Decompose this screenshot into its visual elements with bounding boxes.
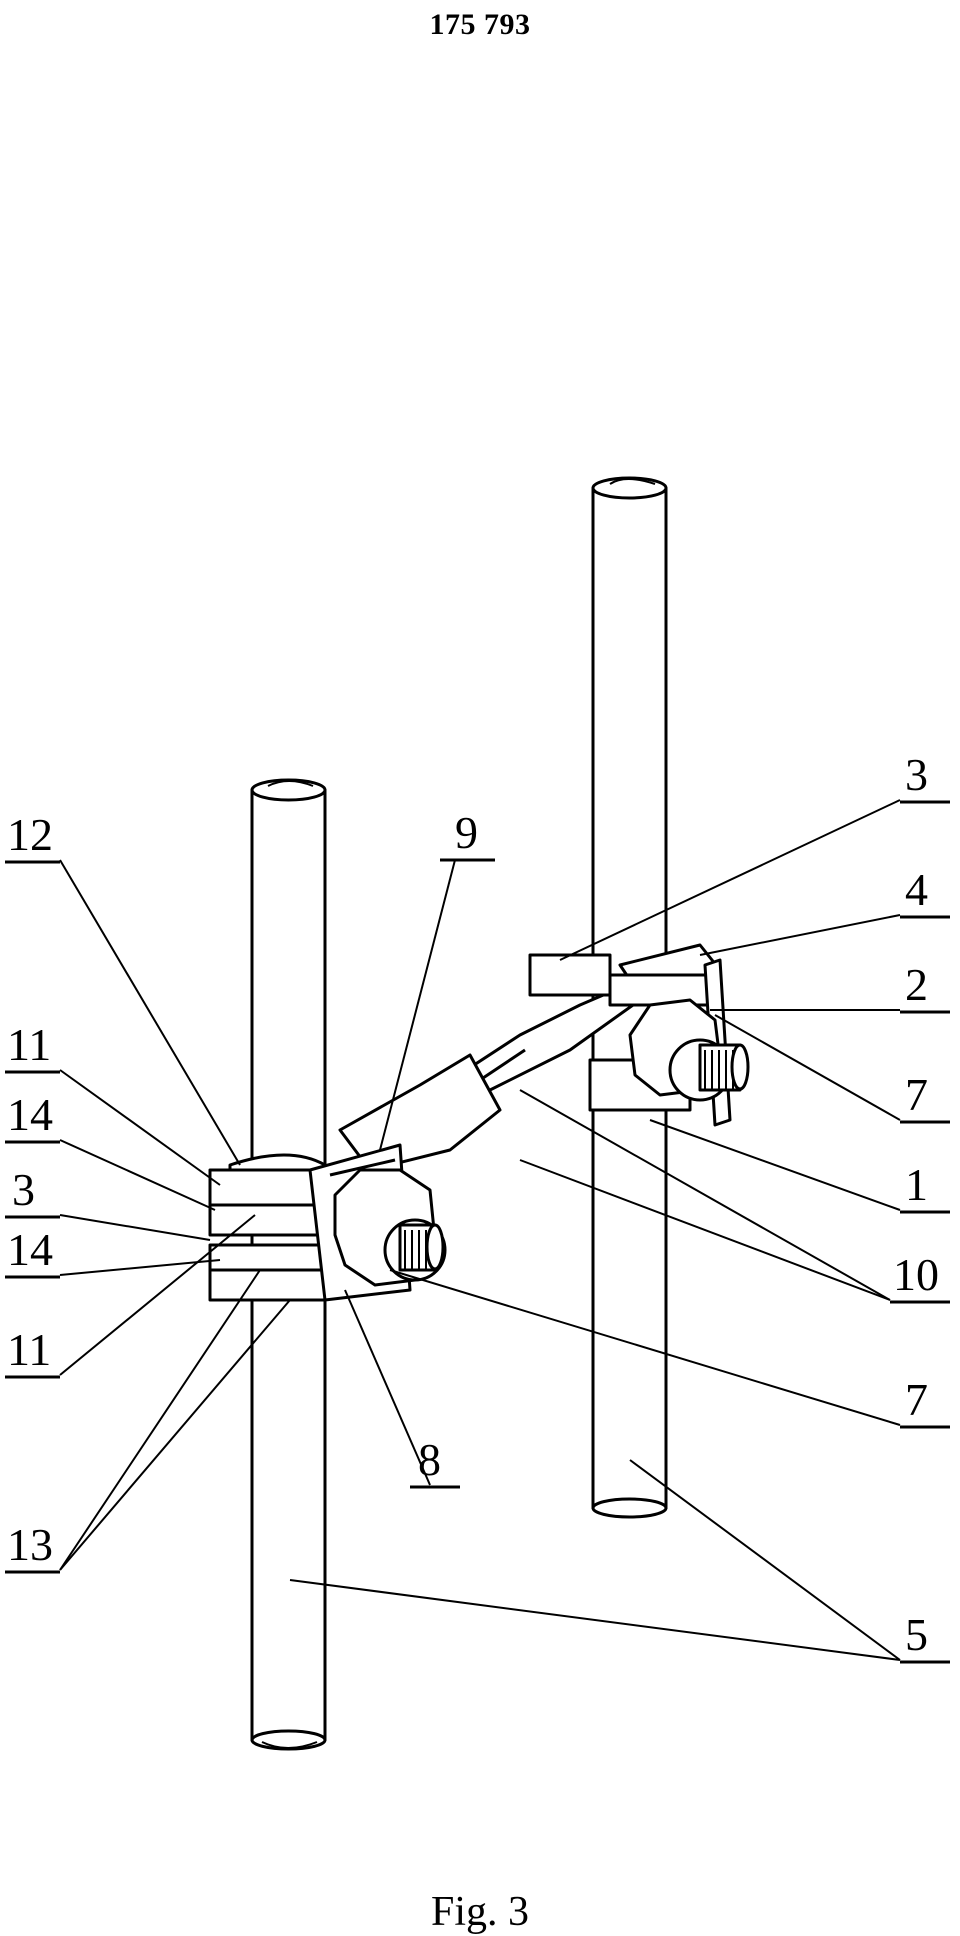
label-underlines [5, 800, 950, 1664]
label-4: 4 [905, 864, 928, 915]
connecting-arm [338, 973, 652, 1172]
label-10: 10 [893, 1249, 939, 1300]
label-13: 13 [7, 1519, 53, 1570]
label-3-left: 3 [12, 1164, 35, 1215]
label-11-low: 11 [7, 1324, 51, 1375]
label-12: 12 [7, 809, 53, 860]
label-14-top: 14 [7, 1089, 53, 1140]
right-nut [628, 998, 750, 1102]
label-9: 9 [455, 807, 478, 858]
label-7-low: 7 [905, 1374, 928, 1425]
label-3-top: 3 [905, 749, 928, 800]
leader-lines [59, 799, 901, 1661]
label-5: 5 [905, 1609, 928, 1660]
label-8: 8 [418, 1434, 441, 1485]
label-7-right: 7 [905, 1069, 928, 1120]
label-14-low: 14 [7, 1224, 53, 1275]
left-nut [333, 1168, 447, 1287]
label-11-top: 11 [7, 1019, 51, 1070]
label-2: 2 [905, 959, 928, 1010]
patent-number: 175 793 [429, 8, 531, 41]
figure-caption: Fig. 3 [430, 1889, 530, 1935]
label-1: 1 [905, 1159, 928, 1210]
